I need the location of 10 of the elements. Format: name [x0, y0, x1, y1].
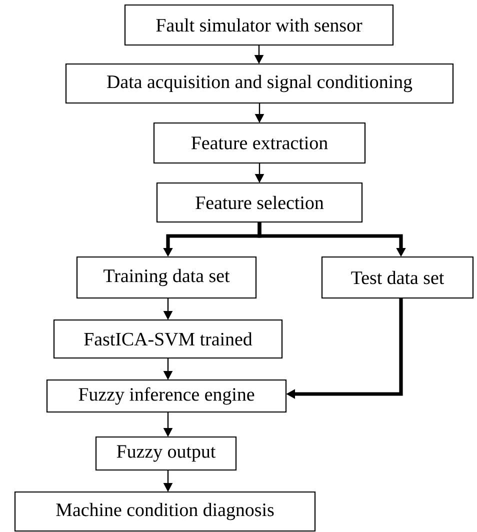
process-box: Fuzzy output [95, 436, 237, 471]
process-box: Fuzzy inference engine [46, 379, 287, 413]
process-box: Fault simulator with sensor [124, 4, 394, 46]
process-box: Data acquisition and signal conditioning [65, 63, 454, 104]
process-box: Machine condition diagnosis [14, 491, 316, 532]
process-box: Test data set [321, 256, 474, 299]
process-box: FastICA-SVM trained [53, 319, 283, 359]
process-box: Feature extraction [153, 122, 366, 164]
process-box: Feature selection [156, 182, 363, 223]
process-box: Training data set [76, 256, 257, 299]
